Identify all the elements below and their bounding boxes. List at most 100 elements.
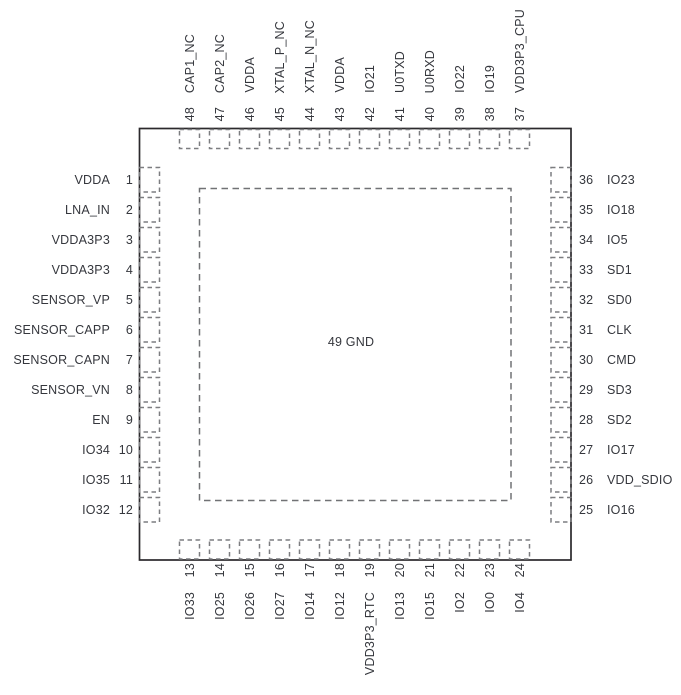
pin-pad-42	[358, 128, 381, 150]
pin-label-16: IO27	[272, 592, 287, 620]
pin-number-6: 6	[125, 322, 133, 337]
pin-number-43: 43	[332, 106, 347, 121]
pin-number-24: 24	[512, 563, 527, 578]
ground-pad-outline	[198, 187, 512, 502]
pin-number-17: 17	[302, 563, 317, 578]
pin-pad-17	[298, 539, 321, 560]
pin-label-20: IO13	[392, 592, 407, 620]
pin-label-37: VDD3P3_CPU	[512, 9, 527, 93]
pin-number-9: 9	[125, 412, 133, 427]
pin-pad-41	[388, 128, 411, 150]
pin-number-7: 7	[125, 352, 133, 367]
pin-label-23: IO0	[482, 592, 497, 613]
pin-number-5: 5	[125, 292, 133, 307]
pin-label-26: VDD_SDIO	[607, 472, 673, 487]
pin-number-48: 48	[182, 106, 197, 121]
pin-pad-21	[418, 539, 441, 560]
pin-label-45: XTAL_P_NC	[272, 20, 287, 93]
pin-pad-32	[550, 286, 572, 313]
pin-pad-34	[550, 226, 572, 253]
pin-number-37: 37	[512, 106, 527, 121]
pin-label-46: VDDA	[242, 57, 257, 93]
pin-pads-group	[138, 128, 572, 560]
pin-pad-23	[478, 539, 501, 560]
pin-number-27: 27	[579, 442, 594, 457]
pin-label-4: VDDA3P3	[51, 262, 110, 277]
pin-pad-4	[138, 256, 161, 283]
pin-pad-2	[138, 196, 161, 223]
pin-label-13: IO33	[182, 592, 197, 620]
pin-pad-40	[418, 128, 441, 150]
pin-pad-13	[178, 539, 201, 560]
pin-pad-44	[298, 128, 321, 150]
pin-label-18: IO12	[332, 592, 347, 620]
pin-label-24: IO4	[512, 592, 527, 613]
pin-label-42: IO21	[362, 65, 377, 93]
pin-label-44: XTAL_N_NC	[302, 19, 317, 93]
pin-number-26: 26	[579, 472, 594, 487]
pin-pad-19	[358, 539, 381, 560]
pin-label-48: CAP1_NC	[182, 33, 197, 93]
pin-pad-38	[478, 128, 501, 150]
pin-label-5: SENSOR_VP	[31, 292, 110, 307]
pin-pad-33	[550, 256, 572, 283]
pin-number-38: 38	[482, 106, 497, 121]
pin-label-3: VDDA3P3	[51, 232, 110, 247]
pin-pad-20	[388, 539, 411, 560]
pin-pad-47	[208, 128, 231, 150]
pin-label-19: VDD3P3_RTC	[362, 592, 377, 676]
pin-number-41: 41	[392, 106, 407, 121]
pin-pad-25	[550, 496, 572, 523]
pin-pad-7	[138, 346, 161, 373]
pin-label-41: U0TXD	[392, 51, 407, 93]
pin-number-36: 36	[579, 172, 594, 187]
pin-pad-26	[550, 466, 572, 493]
pin-number-42: 42	[362, 106, 377, 121]
pin-label-12: IO32	[82, 502, 110, 517]
package-outline	[138, 127, 572, 561]
pin-pad-15	[238, 539, 261, 560]
pin-label-47: CAP2_NC	[212, 33, 227, 93]
pin-label-22: IO2	[452, 592, 467, 613]
pin-number-2: 2	[125, 202, 133, 217]
pin-label-14: IO25	[212, 592, 227, 620]
pin-label-27: IO17	[607, 442, 635, 457]
pin-label-7: SENSOR_CAPN	[13, 352, 110, 367]
pin-number-4: 4	[125, 262, 133, 277]
pin-number-8: 8	[125, 382, 133, 397]
pin-number-31: 31	[579, 322, 594, 337]
pin-label-25: IO16	[607, 502, 635, 517]
pin-label-2: LNA_IN	[65, 202, 110, 217]
pin-pad-9	[138, 406, 161, 433]
ground-pad-label: 49 GND	[327, 335, 375, 349]
pin-pad-12	[138, 496, 161, 523]
pin-pad-3	[138, 226, 161, 253]
pin-number-44: 44	[302, 106, 317, 121]
pin-label-33: SD1	[607, 262, 632, 277]
pin-number-23: 23	[482, 563, 497, 578]
pin-label-40: U0RXD	[422, 49, 437, 93]
pin-label-35: IO18	[607, 202, 635, 217]
pin-pad-1	[138, 166, 161, 193]
pin-label-31: CLK	[607, 322, 632, 337]
pin-pad-6	[138, 316, 161, 343]
pin-pad-24	[508, 539, 531, 560]
pin-label-9: EN	[92, 412, 110, 427]
pin-number-28: 28	[579, 412, 594, 427]
pin-number-29: 29	[579, 382, 594, 397]
pin-label-43: VDDA	[332, 57, 347, 93]
pin-pad-30	[550, 346, 572, 373]
pin-number-3: 3	[125, 232, 133, 247]
pin-pad-22	[448, 539, 471, 560]
pin-label-36: IO23	[607, 172, 635, 187]
pin-pad-37	[508, 128, 531, 150]
pin-pad-39	[448, 128, 471, 150]
pin-number-22: 22	[452, 563, 467, 578]
pin-pad-18	[328, 539, 351, 560]
pin-number-20: 20	[392, 563, 407, 578]
pin-pad-11	[138, 466, 161, 493]
pin-pad-8	[138, 376, 161, 403]
pin-pad-5	[138, 286, 161, 313]
